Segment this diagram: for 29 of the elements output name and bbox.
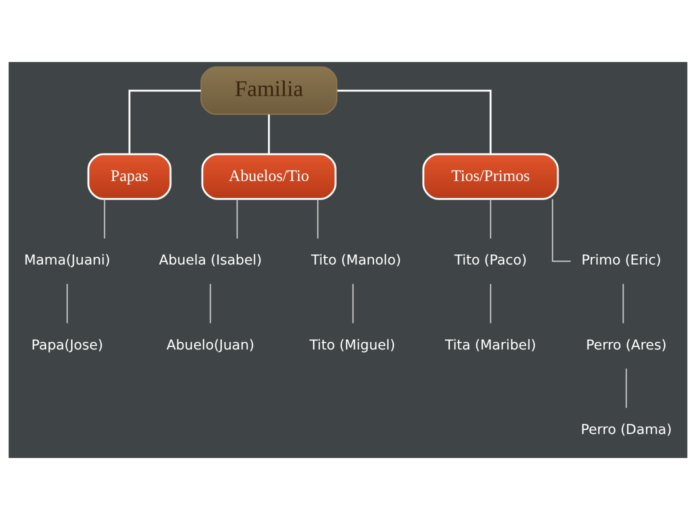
connector [626,368,627,408]
node-text: Tito (Manolo) [311,252,402,269]
connector [352,284,354,324]
node-box: Abuelos/Tio [201,153,336,200]
connector [317,199,318,238]
node-text: Abuelo(Juan) [166,337,254,354]
node-text: Perro (Ares) [586,337,667,354]
connector [337,90,492,154]
connector [622,284,624,324]
connector [490,199,492,238]
node-text: Tito (Paco) [454,252,527,269]
node-text: Tito (Miguel) [310,337,396,354]
node-box: Tios/Primos [422,153,559,200]
node-text: Mama(Juani) [24,252,110,269]
connector [490,284,492,324]
node-text: Papa(Jose) [31,337,104,354]
connector [268,114,270,154]
node-text: Tita (Maribel) [445,337,536,354]
connector [552,199,571,262]
connector [104,199,106,238]
connector [236,199,238,238]
node-box: Papas [87,153,172,200]
node-text: Perro (Dama) [580,422,672,438]
node-text: Primo (Eric) [581,252,662,269]
connector [128,90,201,154]
connector [66,284,68,324]
connector [210,284,212,324]
node-box: Familia [200,66,338,115]
node-text: Abuela (Isabel) [158,252,262,269]
